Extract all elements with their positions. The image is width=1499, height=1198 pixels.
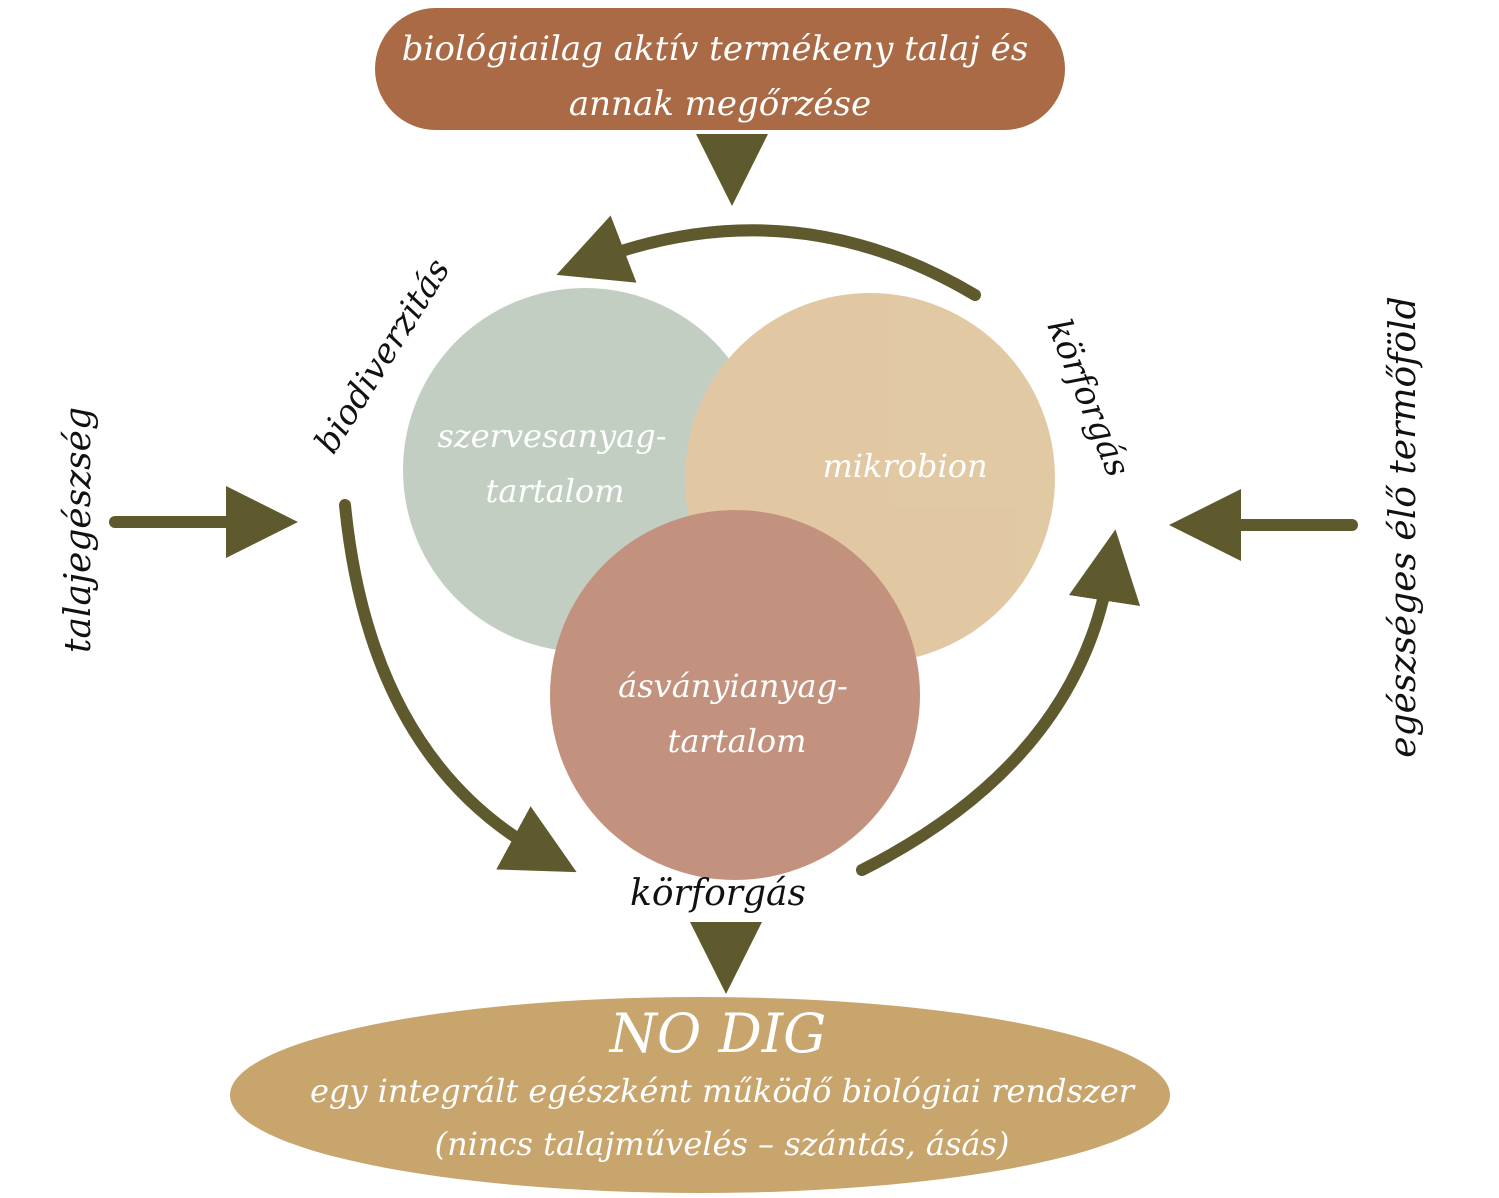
top-box-line1: biológiailag aktív termékeny talaj és [402,29,1028,69]
bottom-box [230,997,1170,1193]
label-healthy-soil: egészséges élő termőföld [1383,296,1424,757]
label-soil-health: talajegészség [58,407,99,653]
bottom-box-line2: (nincs talajművelés – szántás, ásás) [435,1125,1010,1163]
organic-line2: tartalom [485,472,624,510]
arrow-right-curve [856,529,1141,876]
bottom-box-line1: egy integrált egészként működő biológiai… [310,1072,1136,1110]
bottom-box-title: NO DIG [608,1002,826,1065]
microbiome-label: mikrobion [822,447,987,485]
label-cycle-bottom: körforgás [630,873,806,914]
mineral-line2: tartalom [667,722,806,760]
top-box-line2: annak megőrzése [569,84,871,124]
circle-mineral [550,510,920,880]
top-box [375,8,1065,130]
arrow-left-curve [339,499,577,873]
mineral-line1: ásványianyag- [618,667,848,705]
arrow-top-curve [556,215,981,301]
organic-line1: szervesanyag- [437,417,666,455]
